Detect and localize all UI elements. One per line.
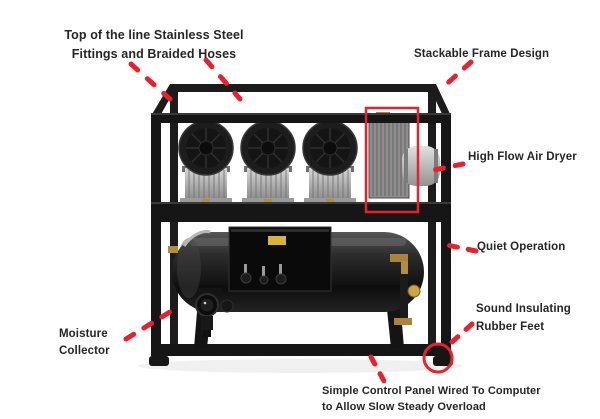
connector-fittings-right [203, 57, 243, 102]
rubber-foot-highlight-circle [422, 342, 454, 374]
connector-rubber-feet [449, 321, 475, 345]
frame-front [149, 113, 453, 366]
label-control-panel: Simple Control Panel Wired To Computer t… [322, 383, 541, 415]
connector-fittings-left [128, 61, 173, 102]
control-panel-box [228, 226, 332, 292]
label-stainless-fittings: Top of the line Stainless Steel Fittings… [55, 26, 253, 64]
label-moisture-collector: Moisture Collector [59, 326, 110, 360]
moisture-collector-assembly [195, 288, 234, 337]
air-dryer-highlight-box [364, 106, 420, 214]
panel-valves [240, 264, 287, 285]
label-air-dryer: High Flow Air Dryer [468, 151, 577, 163]
connector-moisture [123, 307, 176, 342]
label-stainless-fittings-line1: Top of the line Stainless Steel [64, 28, 244, 42]
label-rubber-feet-line1: Sound Insulating [476, 303, 571, 315]
label-rubber-feet-line2: Rubber Feet [476, 321, 545, 333]
motor-2 [240, 120, 296, 213]
ground-shadow [138, 359, 462, 373]
connector-control-panel [368, 354, 387, 384]
label-stainless-fittings-line2: Fittings and Braided Hoses [71, 47, 237, 61]
right-plumbing [390, 254, 421, 325]
label-control-panel-line2: to Allow Slow Steady Overload [322, 401, 486, 413]
label-stackable-frame: Stackable Frame Design [414, 48, 550, 60]
label-moisture-collector-line1: Moisture [59, 328, 108, 340]
air-dryer-unit [368, 112, 440, 199]
label-control-panel-line1: Simple Control Panel Wired To Computer [322, 385, 541, 397]
label-rubber-feet: Sound Insulating Rubber Feet [476, 300, 571, 336]
connector-stackable [438, 59, 474, 92]
connector-air-dryer [421, 161, 466, 175]
label-moisture-collector-line2: Collector [59, 345, 110, 357]
connector-quiet [444, 242, 479, 254]
label-quiet-operation: Quiet Operation [477, 241, 566, 253]
